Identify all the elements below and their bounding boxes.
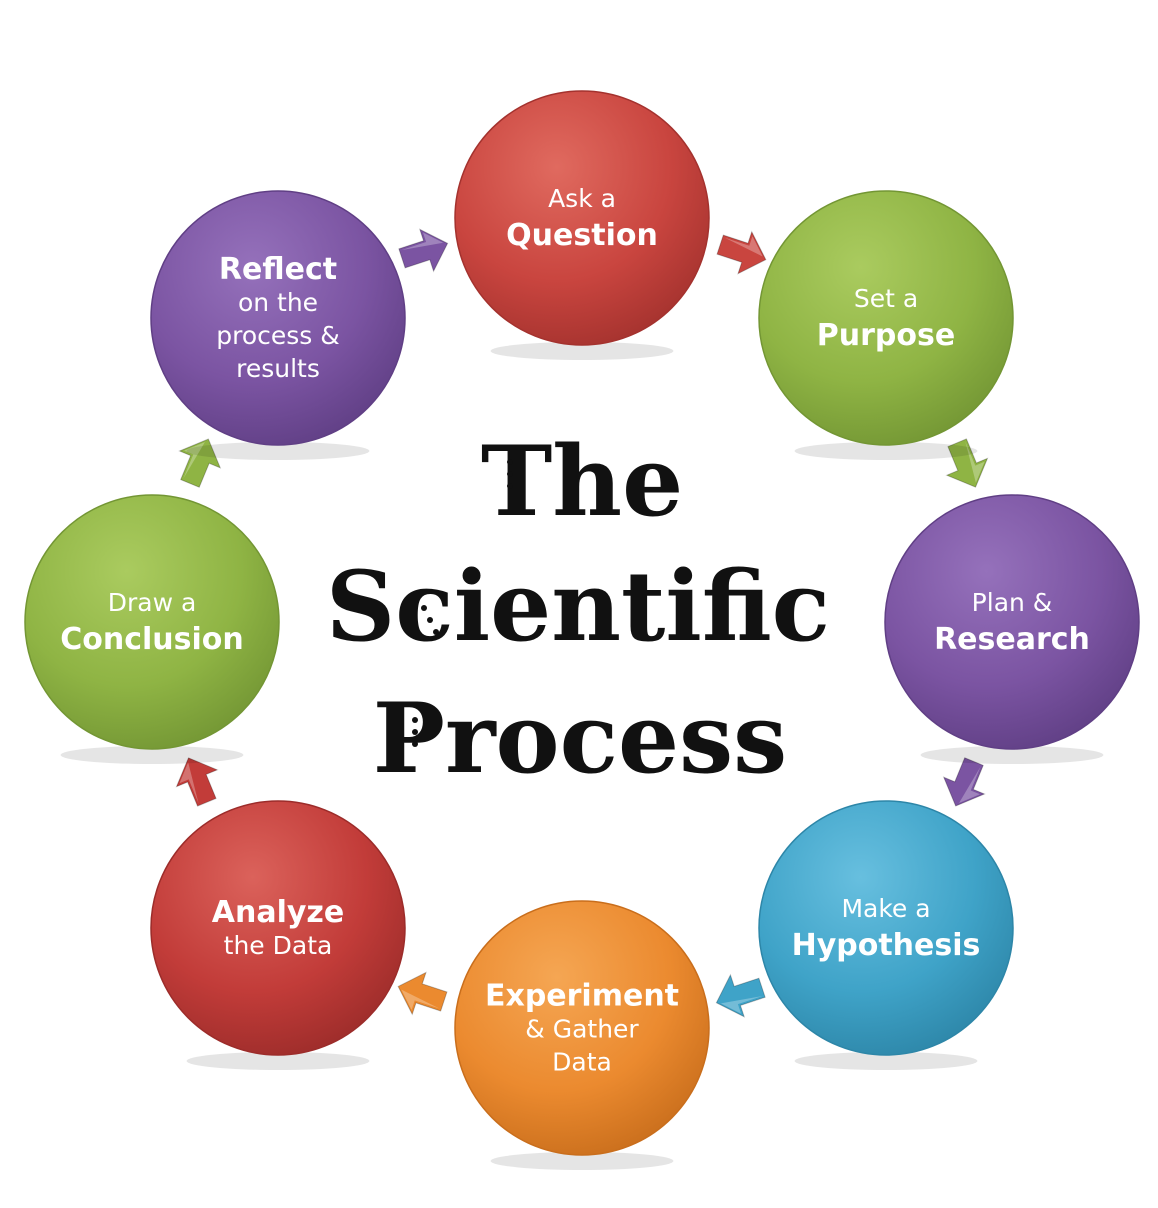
step-shadow <box>186 1052 370 1070</box>
arrow-highlight <box>965 441 985 483</box>
step-label-line: process & <box>216 321 340 350</box>
step-label-line: Analyze <box>212 895 344 930</box>
title-line-2: Scientific <box>326 550 830 663</box>
step-shadow <box>794 1052 978 1070</box>
step-label: Set a Purpose <box>817 284 955 353</box>
title-line-1: The <box>481 425 683 538</box>
title-decor-dots <box>412 459 513 747</box>
step-label-line: Question <box>506 218 658 253</box>
arrow-shape <box>716 230 767 275</box>
arrow-shape <box>175 757 219 807</box>
step-label-line: Purpose <box>817 318 955 353</box>
arrow-ask-question-to-set-purpose <box>716 230 767 275</box>
diagram-title: The Scientific Process <box>326 425 830 795</box>
step-label: Draw a Conclusion <box>60 588 244 657</box>
step-ask-question: Ask a Question <box>454 90 710 360</box>
step-set-purpose: Set a Purpose <box>758 190 1014 460</box>
step-label-line: & Gather <box>525 1015 639 1044</box>
step-label-line: on the <box>238 288 318 317</box>
arrow-reflect-to-ask-question <box>398 228 449 273</box>
step-label-line: Make a <box>841 894 930 923</box>
step-circle <box>454 90 710 346</box>
step-shadow <box>794 442 978 460</box>
step-label-line: Ask a <box>548 184 616 213</box>
step-circle <box>758 190 1014 446</box>
step-circle <box>24 494 280 750</box>
step-shadow <box>60 746 244 764</box>
step-draw-conclusion: Draw a Conclusion <box>24 494 280 764</box>
step-circle <box>884 494 1140 750</box>
arrow-highlight <box>401 232 444 251</box>
step-label: Make a Hypothesis <box>792 894 981 963</box>
step-circle <box>454 900 710 1156</box>
step-shadow <box>490 342 674 360</box>
step-circle <box>150 800 406 1056</box>
cycle-arrows <box>175 228 989 1018</box>
arrow-shape <box>942 757 986 807</box>
step-shadow <box>920 746 1104 764</box>
arrow-shape <box>715 973 766 1018</box>
step-shadow <box>490 1152 674 1170</box>
arrow-highlight <box>183 442 205 479</box>
arrow-experiment-to-analyze-data <box>397 971 448 1016</box>
step-label-line: results <box>236 354 320 383</box>
arrow-set-purpose-to-plan-research <box>945 438 989 488</box>
arrow-draw-conclusion-to-reflect <box>178 438 222 488</box>
arrow-shape <box>398 228 449 273</box>
arrow-make-hypothesis-to-experiment <box>715 973 766 1018</box>
step-plan-research: Plan & Research <box>884 494 1140 764</box>
step-label-line: Plan & <box>972 588 1053 617</box>
step-label-line: Conclusion <box>60 622 244 657</box>
arrow-shape <box>397 971 448 1016</box>
step-shadow <box>186 442 370 460</box>
arrow-shape <box>178 438 222 488</box>
arrow-highlight <box>724 236 763 257</box>
step-circle <box>150 190 406 446</box>
step-label-line: Hypothesis <box>792 928 981 963</box>
step-circle <box>758 800 1014 1056</box>
step-label-line: Data <box>552 1048 612 1077</box>
arrow-analyze-data-to-draw-conclusion <box>175 757 219 807</box>
step-label: Ask a Question <box>506 184 658 253</box>
arrow-highlight <box>401 989 440 1010</box>
step-make-hypothesis: Make a Hypothesis <box>758 800 1014 1070</box>
step-label-line: the Data <box>224 931 333 960</box>
arrow-highlight <box>179 762 199 804</box>
title-line-3: Process <box>373 682 787 795</box>
step-label-line: Research <box>934 622 1090 657</box>
step-label-line: Reflect <box>219 252 337 287</box>
step-label-line: Draw a <box>108 588 197 617</box>
arrow-highlight <box>720 995 763 1014</box>
step-label-line: Set a <box>854 284 918 313</box>
step-label: Plan & Research <box>934 588 1090 657</box>
arrow-plan-research-to-make-hypothesis <box>942 757 986 807</box>
step-label-line: Experiment <box>485 979 679 1014</box>
arrow-shape <box>945 438 989 488</box>
